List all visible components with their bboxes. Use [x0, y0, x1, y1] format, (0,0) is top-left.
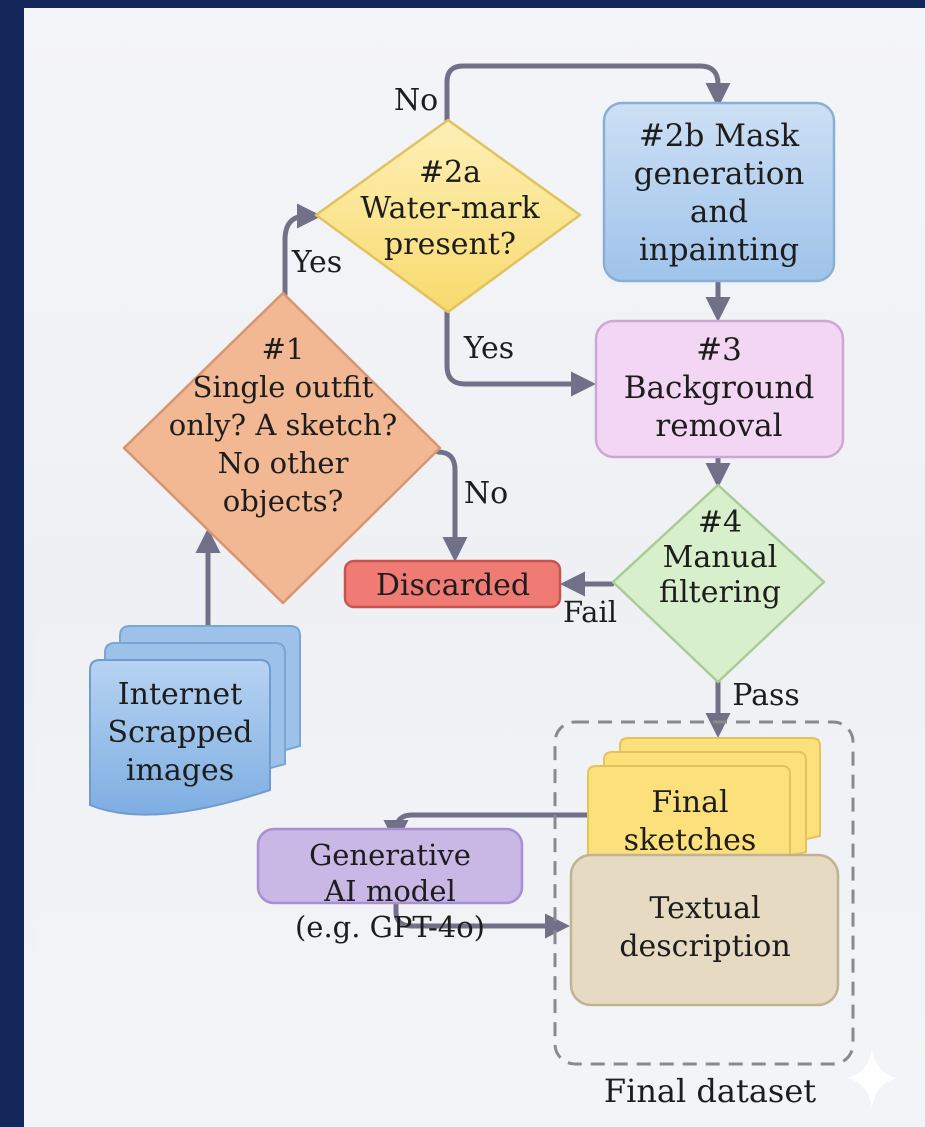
edge-step2a-to-step3: [444, 309, 596, 397]
step3-line-1: #3: [696, 332, 742, 368]
label-no-top: No: [394, 83, 438, 118]
top-frame: [0, 0, 925, 8]
step2b-line-4: inpainting: [639, 232, 799, 268]
step4-line-1: #4: [698, 505, 742, 540]
internet-line-2: Scrapped: [108, 715, 253, 750]
step4-diamond: [611, 483, 826, 684]
gen-ai-line-3: (e.g. GPT-4o): [295, 910, 485, 944]
gen-ai-line-1: Generative: [309, 838, 471, 872]
label-yes-right: Yes: [463, 331, 514, 366]
label-yes-left: Yes: [291, 245, 342, 280]
discarded-text: Discarded: [376, 568, 530, 603]
step3-line-2: Background: [624, 370, 815, 406]
internet-page-front: [89, 659, 271, 816]
genai-box: [256, 827, 524, 905]
step2a-line-2: Water-mark: [360, 191, 540, 226]
internet-stack: [89, 625, 301, 816]
step1-line-1: #1: [262, 332, 305, 366]
final-sketches-line-1: Final: [651, 785, 728, 820]
step3-box: [594, 319, 845, 459]
edge-genai-to-textual: [393, 899, 570, 939]
final-sketches-line-2: sketches: [624, 823, 757, 858]
discarded-line-1: Discarded: [376, 568, 530, 603]
step2b-line-2: generation: [634, 156, 805, 192]
step2a-line-1: #2a: [419, 155, 481, 190]
textual-line-2: description: [619, 929, 790, 964]
step2b-line-1: #2b Mask: [639, 118, 800, 154]
edge-step1-to-step2a: [282, 203, 322, 303]
textual-box: [569, 853, 840, 1007]
step1-line-4: No other: [218, 446, 349, 480]
final-dataset-border: [553, 720, 855, 1066]
step1-line-2: Single outfit: [193, 370, 374, 404]
step2b-box: [602, 101, 836, 283]
textual-line-1: Textual: [649, 891, 760, 926]
step2a-diamond: [314, 118, 582, 314]
step4-line-3: filtering: [659, 575, 781, 610]
gen-ai-line-2: AI model: [323, 874, 456, 908]
step3-line-3: removal: [655, 408, 782, 444]
internet-line-1: Internet: [118, 677, 242, 712]
final-dataset-label: Final dataset: [604, 1072, 816, 1110]
label-fail: Fail: [563, 595, 617, 629]
edges: [195, 63, 731, 939]
step1-line-3: only? A sketch?: [169, 408, 397, 442]
edge-step2a-to-step2b: [444, 63, 731, 125]
label-no-discard: No: [464, 476, 508, 511]
label-pass: Pass: [732, 678, 800, 713]
step2b-line-3: and: [690, 194, 748, 230]
step2a-line-3: present?: [384, 227, 516, 262]
step4-line-2: Manual: [663, 540, 778, 575]
internet-line-3: images: [126, 753, 234, 788]
edge-step1-to-discarded: [435, 449, 468, 562]
discarded-box: [343, 559, 562, 609]
step1-diamond: [122, 291, 442, 605]
step1-line-5: objects?: [223, 484, 344, 518]
sparkle-icon: [846, 1048, 898, 1108]
